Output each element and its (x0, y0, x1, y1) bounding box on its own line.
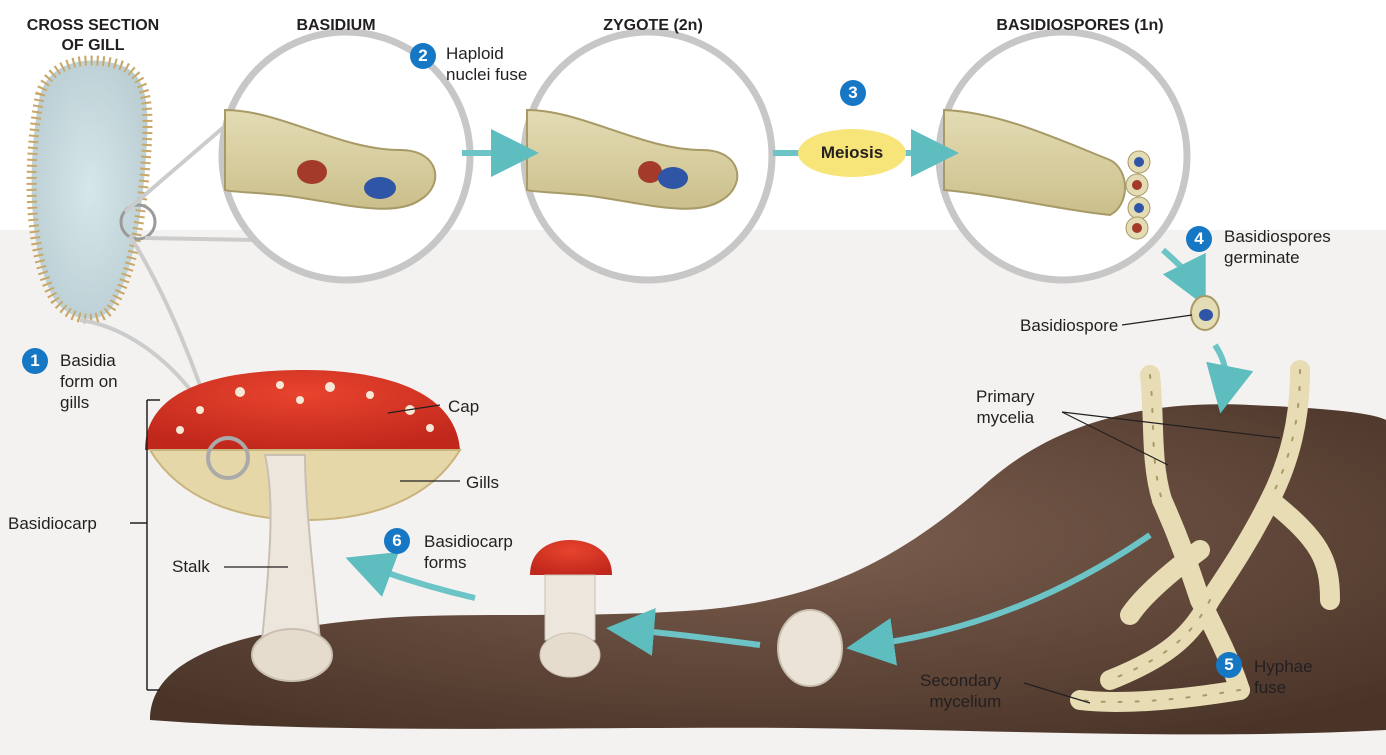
step-2-line2: nuclei fuse (446, 64, 527, 85)
step-1-badge: 1 (22, 348, 48, 374)
step-6-line2: forms (424, 552, 513, 573)
secondary-mycelium-line2: mycelium (920, 691, 1001, 712)
step-1-label: Basidia form on gills (60, 350, 118, 413)
step-5-line2: fuse (1254, 677, 1313, 698)
secondary-mycelium-line1: Secondary (920, 670, 1001, 691)
header-zygote: ZYGOTE (2n) (578, 16, 728, 36)
step-2-line1: Haploid (446, 43, 527, 64)
cap-label: Cap (448, 396, 479, 417)
step-6-line1: Basidiocarp (424, 531, 513, 552)
header-basidium: BASIDIUM (266, 16, 406, 36)
stalk-label: Stalk (172, 556, 210, 577)
step-6-label: Basidiocarp forms (424, 531, 513, 573)
step-4-line2: germinate (1224, 247, 1331, 268)
step-5-badge: 5 (1216, 652, 1242, 678)
diploid-nucleus (658, 167, 688, 189)
header-basidiospores: BASIDIOSPORES (1n) (960, 16, 1200, 36)
primary-mycelia-line1: Primary (976, 386, 1035, 407)
basidiospores-panel (939, 32, 1187, 280)
step-2-badge: 2 (410, 43, 436, 69)
haploid-nucleus-1 (297, 160, 327, 184)
basidiocarp-button (778, 610, 842, 686)
basidiospore-label: Basidiospore (1020, 315, 1118, 336)
gills-label: Gills (466, 472, 499, 493)
zygote-panel (524, 32, 772, 280)
step-3-badge: 3 (840, 80, 866, 106)
step-1-line3: gills (60, 392, 118, 413)
basidiocarp-label: Basidiocarp (8, 513, 97, 534)
meiosis-label: Meiosis (798, 129, 906, 177)
primary-mycelia-label: Primary mycelia (976, 386, 1035, 428)
step-1-line1: Basidia (60, 350, 118, 371)
step-5-label: Hyphae fuse (1254, 656, 1313, 698)
step-2-label: Haploid nuclei fuse (446, 43, 527, 85)
header-cross-section-line2: OF GILL (8, 36, 178, 56)
primary-mycelia-line2: mycelia (976, 407, 1035, 428)
step-4-line1: Basidiospores (1224, 226, 1331, 247)
step-1-line2: form on (60, 371, 118, 392)
basidium-panel (222, 32, 470, 280)
haploid-nucleus-2 (364, 177, 396, 199)
header-cross-section-line1: CROSS SECTION (8, 16, 178, 36)
basidiospore-illustration (1191, 296, 1219, 330)
step-5-line1: Hyphae (1254, 656, 1313, 677)
step-6-badge: 6 (384, 528, 410, 554)
secondary-mycelium-label: Secondary mycelium (920, 670, 1001, 712)
header-cross-section: CROSS SECTION OF GILL (8, 16, 178, 56)
step-4-label: Basidiospores germinate (1224, 226, 1331, 268)
step-4-badge: 4 (1186, 226, 1212, 252)
